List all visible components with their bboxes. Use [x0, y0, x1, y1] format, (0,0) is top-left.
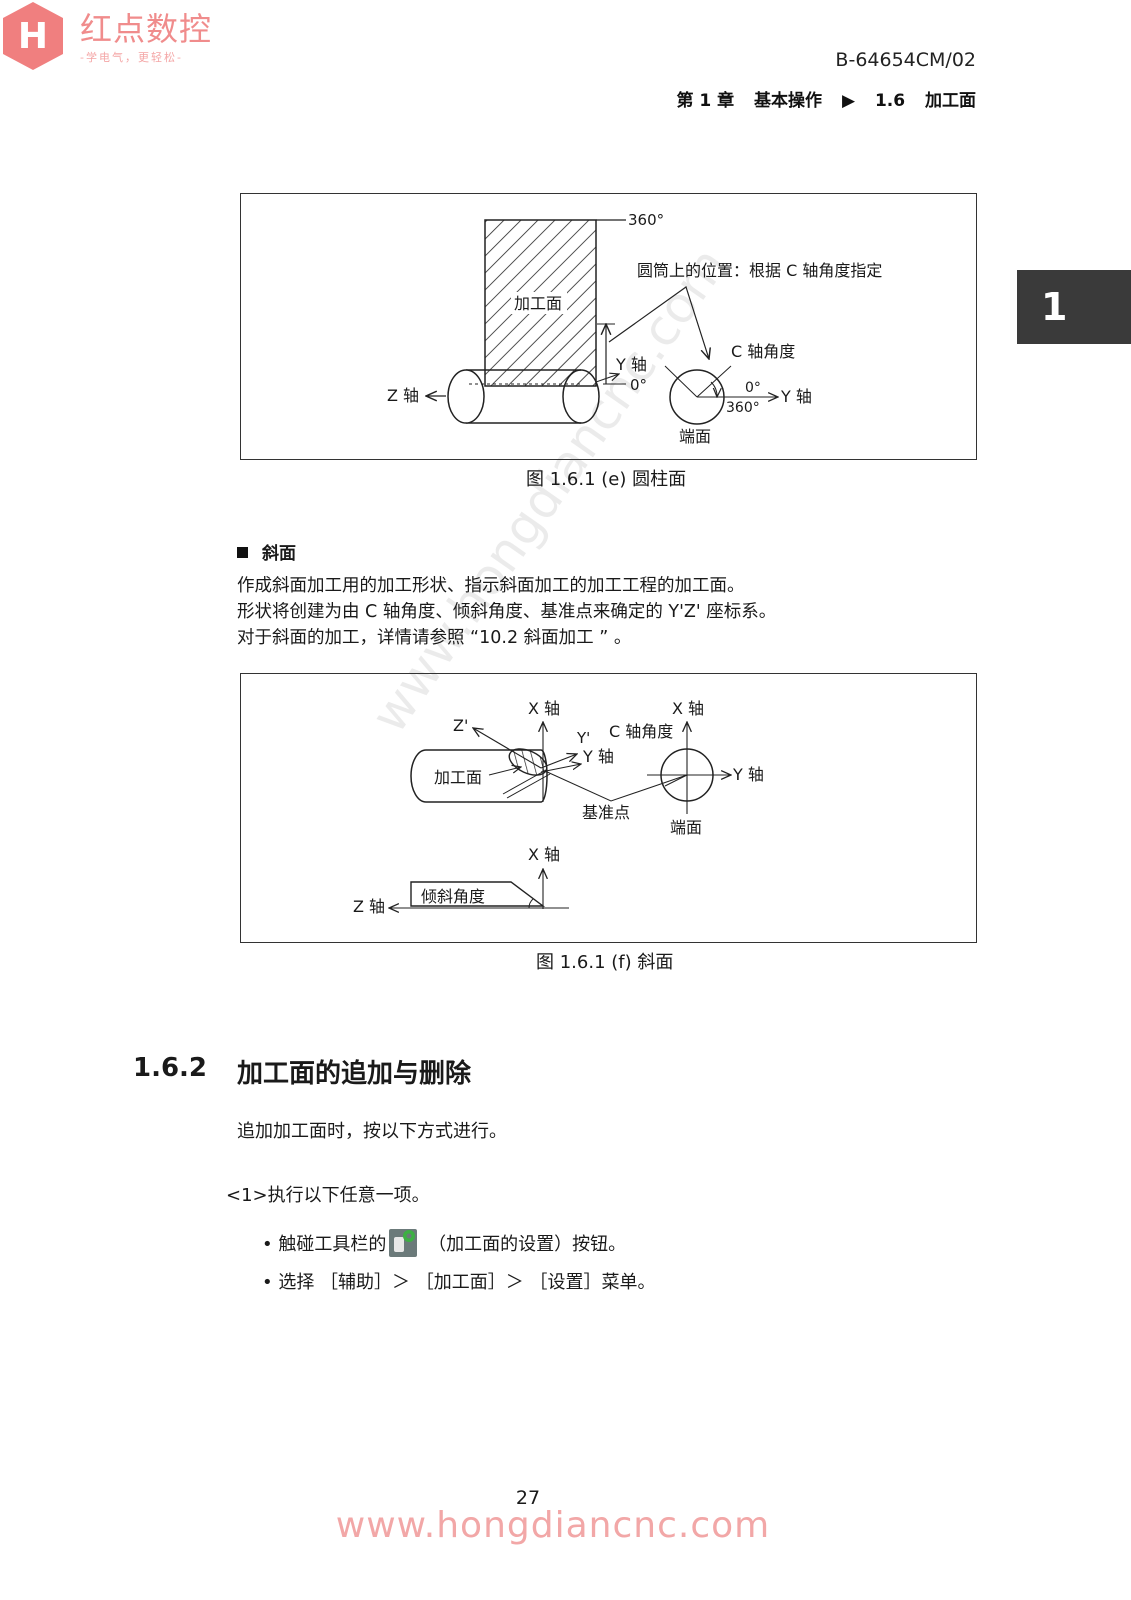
label-end-360: 360° — [726, 400, 760, 416]
brand-slogan: -学电气，更轻松- — [80, 51, 183, 64]
bullet-menu: • 选择 ［辅助］＞ ［加工面］＞ ［设置］菜单。 — [262, 1272, 656, 1293]
bullet-toolbar-post: （加工面的设置）按钮。 — [422, 1234, 627, 1255]
brand-name: 红点数控 — [80, 10, 213, 48]
breadcrumb-section-num: 1.6 — [874, 91, 906, 111]
slope-line-2: 形状将创建为由 C 轴角度、倾斜角度、基准点来确定的 Y'Z' 座标系。 — [237, 602, 777, 622]
label-z-axis-f: Z 轴 — [353, 897, 385, 916]
bullet-toolbar: • 触碰工具栏的 （加工面的设置）按钮。 — [262, 1228, 626, 1258]
section-number: 1.6.2 — [133, 1053, 208, 1083]
chapter-tab: 1 — [1017, 270, 1131, 344]
document-code: B-64654CM/02 — [835, 49, 976, 71]
label-z-prime: Z' — [453, 716, 468, 735]
label-c-angle-f: C 轴角度 — [609, 722, 673, 741]
label-end-face-f: 端面 — [670, 818, 702, 837]
footer-url: www.hongdiancnc.com — [335, 1505, 771, 1546]
label-y-axis-2: Y 轴 — [732, 765, 764, 784]
label-zero: 0° — [630, 376, 647, 394]
bullet-toolbar-pre: • 触碰工具栏的 — [262, 1234, 387, 1255]
label-x-axis-1: X 轴 — [528, 699, 560, 718]
label-end-0: 0° — [745, 380, 761, 396]
brand-logo-icon: H — [3, 2, 63, 70]
breadcrumb-chapter-title: 基本操作 — [754, 91, 823, 111]
label-x-axis-3: X 轴 — [528, 845, 560, 864]
svg-text:H: H — [18, 16, 48, 57]
label-c-angle: C 轴角度 — [731, 342, 795, 361]
label-x-axis-2: X 轴 — [672, 699, 704, 718]
section-slope-title: 斜面 — [262, 544, 296, 564]
slope-line-1: 作成斜面加工用的加工形状、指示斜面加工的加工工程的加工面。 — [237, 576, 745, 596]
label-end-face: 端面 — [679, 427, 711, 446]
breadcrumb-chapter: 第 1 章 — [676, 91, 735, 111]
slope-line-3: 对于斜面的加工，详情请参照 “10.2 斜面加工 ” 。 — [237, 628, 632, 648]
slope-diagram: 加工面 X 轴 Z' Y' Y 轴 C 轴角度 X 轴 Y 轴 端面 基准点 X… — [353, 699, 764, 916]
breadcrumb: 第 1 章 基本操作 ▶ 1.6 加工面 — [662, 86, 976, 111]
cylinder-diagram: 360° 加工面 Z 轴 Y 轴 0° 圆筒上的位置：根据 C 轴角度指定 C … — [387, 211, 882, 446]
section-intro: 追加加工面时，按以下方式进行。 — [237, 1121, 507, 1142]
section-title: 加工面的追加与删除 — [237, 1059, 472, 1089]
label-z-axis: Z 轴 — [387, 386, 419, 405]
label-360: 360° — [628, 211, 664, 229]
label-ref-point: 基准点 — [582, 803, 630, 822]
section-slope-heading: 斜面 — [237, 539, 296, 564]
label-surface: 加工面 — [514, 294, 562, 313]
breadcrumb-section-title: 加工面 — [925, 91, 976, 111]
figure-cylinder-surface: 360° 加工面 Z 轴 Y 轴 0° 圆筒上的位置：根据 C 轴角度指定 C … — [240, 193, 977, 460]
label-y-prime: Y' — [576, 729, 590, 747]
label-y-axis: Y 轴 — [615, 355, 647, 374]
square-bullet-icon — [237, 547, 248, 558]
label-position: 圆筒上的位置：根据 C 轴角度指定 — [637, 261, 882, 280]
figure-f-caption: 图 1.6.1 (f) 斜面 — [536, 952, 674, 973]
label-y-axis-1: Y 轴 — [582, 747, 614, 766]
page-number: 27 — [515, 1487, 541, 1509]
label-surface-f: 加工面 — [434, 768, 482, 787]
label-end-y: Y 轴 — [780, 387, 812, 406]
label-tilt: 倾斜角度 — [421, 887, 485, 906]
surface-setting-button-icon[interactable] — [388, 1228, 418, 1258]
step-1: <1>执行以下任意一项。 — [226, 1185, 430, 1206]
figure-e-caption: 图 1.6.1 (e) 圆柱面 — [526, 469, 687, 490]
breadcrumb-arrow-icon: ▶ — [841, 91, 856, 111]
figure-slope-surface: 加工面 X 轴 Z' Y' Y 轴 C 轴角度 X 轴 Y 轴 端面 基准点 X… — [240, 673, 977, 943]
